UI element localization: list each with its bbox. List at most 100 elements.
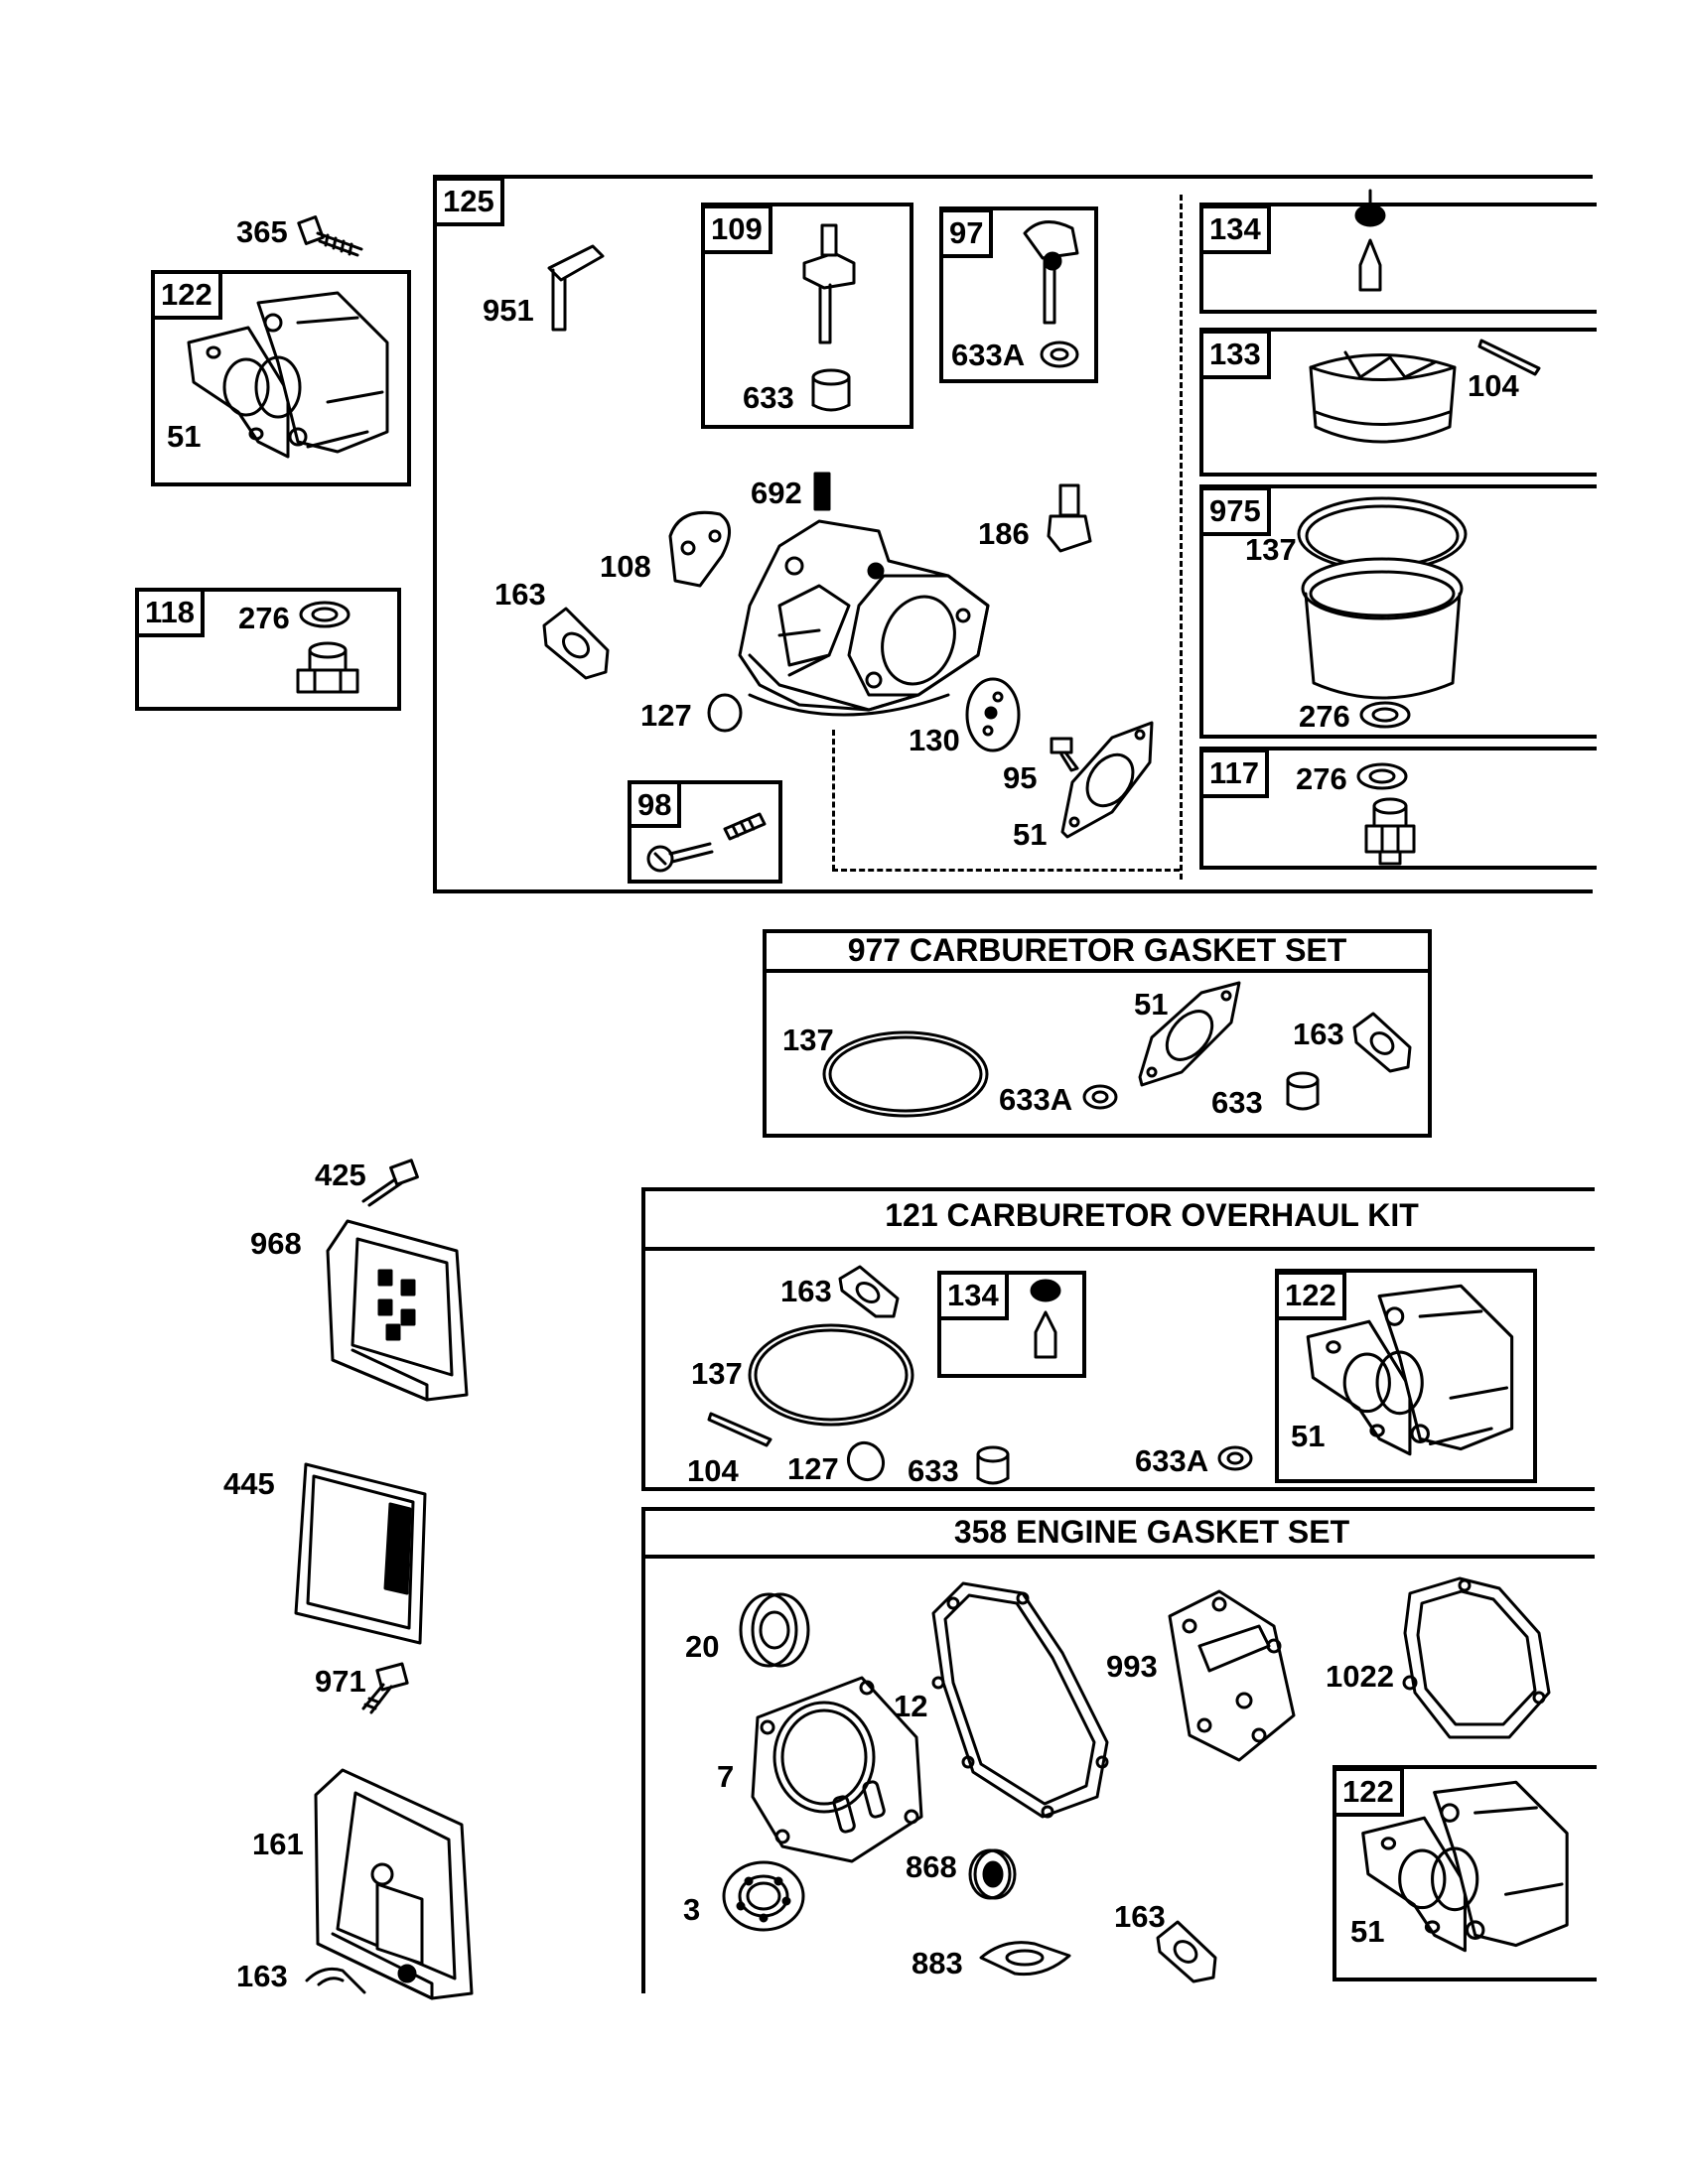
washer-276-icon (1359, 701, 1411, 729)
screw-971-icon (361, 1662, 409, 1714)
float-bowl-icon (1297, 496, 1468, 700)
pin-104-icon (707, 1412, 772, 1447)
label-425: 425 (315, 1158, 366, 1192)
seat-633A-icon (1082, 1084, 1118, 1110)
box-134-inlet-needle (1199, 203, 1597, 314)
washer-276-icon (299, 601, 351, 628)
label-276: 276 (1296, 761, 1347, 796)
plug-127-icon (707, 693, 743, 733)
label-137: 137 (782, 1023, 834, 1057)
gasket-163-icon (838, 1265, 900, 1318)
fitting-186-icon (1047, 483, 1092, 553)
box-122-intake (1275, 1269, 1537, 1483)
label-633A: 633A (999, 1082, 1073, 1117)
gasket-163-icon (305, 1967, 366, 1994)
label-51: 51 (1013, 817, 1048, 852)
box-118-plug (135, 588, 401, 711)
throttle-link-icon (547, 244, 605, 332)
box-117-bowl-nut (1199, 747, 1597, 870)
label-51: 51 (1350, 1914, 1385, 1949)
pin-104-icon (1477, 339, 1541, 376)
label-276: 276 (1299, 699, 1350, 734)
seat-633-icon (976, 1445, 1010, 1485)
label-883: 883 (912, 1946, 963, 1980)
tag-134: 134 (1199, 205, 1271, 254)
kit-977-header-divider (763, 969, 1432, 973)
label-51: 51 (1291, 1419, 1326, 1453)
kit-121-overhaul-kit (641, 1187, 1595, 1491)
label-3: 3 (683, 1892, 701, 1927)
label-692: 692 (751, 476, 802, 510)
label-445: 445 (223, 1466, 275, 1501)
label-633A: 633A (951, 338, 1026, 372)
label-633A: 633A (1135, 1443, 1209, 1478)
separator-line (832, 730, 835, 871)
gasket-51-icon (1060, 721, 1154, 839)
tag-118: 118 (135, 588, 206, 637)
label-137: 137 (691, 1356, 743, 1391)
tag-134: 134 (937, 1271, 1009, 1320)
screw-425-icon (361, 1159, 419, 1207)
box-134-inlet-needle (937, 1271, 1086, 1378)
seal-3-icon (722, 1860, 805, 1932)
tag-133: 133 (1199, 330, 1271, 379)
box-122-intake (151, 270, 411, 486)
kit-358-header-divider (641, 1555, 1595, 1559)
tag-122: 122 (1333, 1767, 1404, 1817)
label-127: 127 (787, 1451, 839, 1486)
screw-365-icon (297, 215, 363, 257)
label-163: 163 (1114, 1899, 1166, 1934)
plug-127-icon (846, 1440, 886, 1482)
kit-358-title: 358 ENGINE GASKET SET (953, 1514, 1350, 1550)
box-98-mixture-screw (628, 780, 782, 884)
box-122-intake (1333, 1765, 1597, 1981)
label-276: 276 (238, 601, 290, 635)
screw-95-icon (1050, 737, 1079, 772)
intake-elbow-icon (1306, 1284, 1514, 1456)
label-968: 968 (250, 1226, 302, 1261)
label-633: 633 (743, 380, 794, 415)
label-163: 163 (1293, 1017, 1344, 1051)
label-12: 12 (894, 1689, 928, 1723)
label-137: 137 (1245, 532, 1297, 567)
valve-cover-gasket-icon (1168, 1589, 1296, 1762)
tag-975: 975 (1199, 486, 1271, 536)
tag-98: 98 (628, 780, 682, 828)
spring-692-icon (813, 472, 831, 511)
label-130: 130 (909, 723, 960, 757)
label-108: 108 (600, 549, 651, 584)
label-20: 20 (685, 1629, 720, 1664)
kit-121-title: 121 CARBURETOR OVERHAUL KIT (885, 1197, 1419, 1233)
gasket-163-icon (1156, 1920, 1217, 1983)
intake-elbow-icon (187, 291, 389, 459)
air-filter-icon (294, 1462, 427, 1645)
separator-line (1180, 195, 1183, 880)
label-365: 365 (236, 214, 288, 249)
label-104: 104 (1468, 368, 1519, 403)
breather-gasket-icon (1402, 1576, 1551, 1739)
kit-358-engine-gasket-set (641, 1507, 1595, 1993)
carburetor-body-icon (738, 519, 990, 717)
ring-137-icon (822, 1030, 989, 1118)
box-125-carburetor (433, 175, 1593, 893)
label-1022: 1022 (1326, 1659, 1394, 1694)
float-icon (1309, 350, 1457, 444)
seat-633-icon (811, 368, 851, 412)
label-51: 51 (167, 419, 202, 454)
throttle-shaft-icon (1023, 220, 1079, 325)
choke-shaft-icon (802, 223, 856, 344)
gasket-883-icon (979, 1941, 1071, 1977)
box-97-throttle (939, 206, 1098, 383)
label-633: 633 (1211, 1085, 1263, 1120)
seat-633A-icon (1040, 341, 1079, 368)
label-163: 163 (236, 1959, 288, 1993)
label-971: 971 (315, 1664, 366, 1699)
plate-130-icon (965, 677, 1021, 752)
intake-elbow-icon (1361, 1780, 1569, 1953)
kit-121-header-divider (641, 1247, 1595, 1251)
crankcase-gasket-icon (931, 1581, 1109, 1819)
tag-122: 122 (151, 270, 222, 320)
tag-117: 117 (1199, 749, 1270, 798)
drain-plug-icon (296, 641, 359, 694)
bowl-nut-icon (1364, 797, 1416, 866)
